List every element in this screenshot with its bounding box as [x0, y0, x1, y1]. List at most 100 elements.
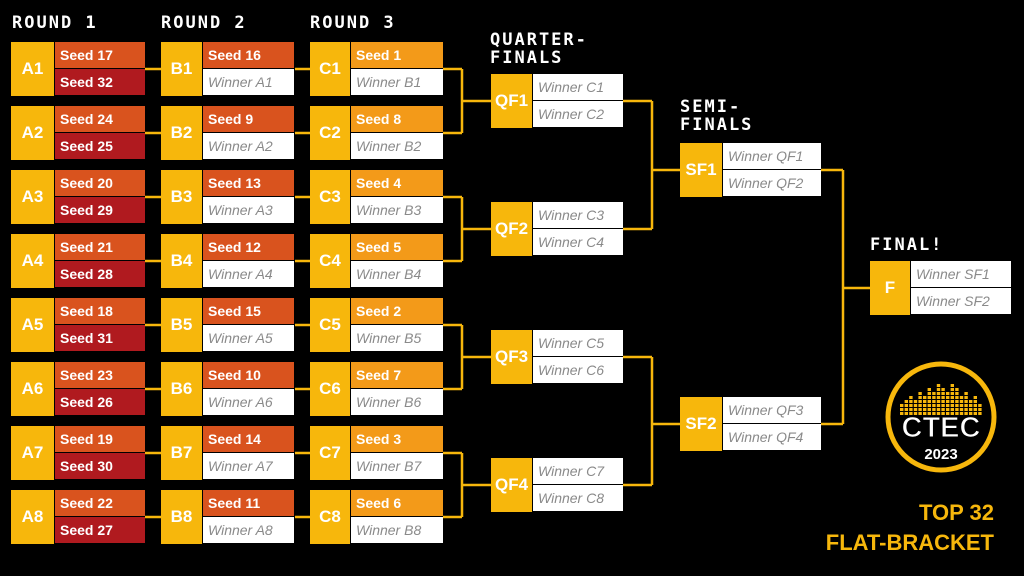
equalizer-bar: [950, 404, 954, 407]
equalizer-bar: [932, 396, 936, 399]
match-label: B6: [161, 362, 202, 416]
match-slot-bottom: Winner B8: [351, 517, 443, 543]
match-slot-bottom: Winner SF2: [911, 288, 1011, 314]
equalizer-bar: [959, 400, 964, 403]
match-slot-top: Winner SF1: [911, 261, 1011, 287]
equalizer-bar: [950, 392, 954, 395]
match-slot-top: Seed 7: [351, 362, 443, 388]
match-slot-top: Seed 17: [55, 42, 145, 68]
match-slot-top: Seed 18: [55, 298, 145, 324]
equalizer-bar: [918, 408, 922, 411]
match-label: B2: [161, 106, 202, 160]
quarterfinals-header-line2: FINALS: [490, 48, 564, 68]
equalizer-bar: [941, 392, 945, 395]
equalizer-bar: [936, 388, 941, 391]
equalizer-bar: [927, 408, 931, 411]
match-slot-top: Seed 9: [203, 106, 294, 132]
equalizer-bar: [927, 404, 931, 407]
match-slot-top: Seed 2: [351, 298, 443, 324]
match-label: A7: [11, 426, 54, 480]
equalizer-bar: [927, 388, 931, 391]
equalizer-bar: [941, 408, 945, 411]
semifinals-header-line2: FINALS: [680, 115, 754, 135]
equalizer-bar: [959, 412, 964, 415]
equalizer-bar: [932, 408, 936, 411]
equalizer-bar: [978, 412, 982, 415]
equalizer-bar: [927, 392, 931, 395]
match-slot-top: Seed 20: [55, 170, 145, 196]
tagline-top32: TOP 32: [918, 500, 994, 525]
match-label: QF3: [491, 330, 532, 384]
match-slot-bottom: Winner A1: [203, 69, 294, 95]
equalizer-bar: [946, 404, 950, 407]
equalizer-bar: [955, 400, 959, 403]
match-slot-bottom: Winner C2: [533, 101, 623, 127]
match-label: C7: [310, 426, 350, 480]
equalizer-bar: [941, 404, 945, 407]
equalizer-bar: [918, 404, 922, 407]
quarterfinals-header-line1: QUARTER-: [490, 30, 588, 50]
equalizer-bar: [936, 400, 941, 403]
equalizer-bar: [936, 392, 941, 395]
equalizer-bar: [950, 400, 954, 403]
equalizer-bar: [904, 412, 908, 415]
equalizer-bar: [955, 408, 959, 411]
equalizer-bar: [909, 396, 913, 399]
equalizer-bar: [955, 412, 959, 415]
match-slot-top: Seed 10: [203, 362, 294, 388]
match-label: QF2: [491, 202, 532, 256]
equalizer-bar: [964, 396, 968, 399]
match-slot-bottom: Winner C4: [533, 229, 623, 255]
semifinals-header: SEMI- FINALS: [680, 98, 753, 134]
match-slot-bottom: Winner B6: [351, 389, 443, 415]
equalizer-bar: [969, 412, 973, 415]
semifinals-header-line1: SEMI-: [680, 97, 742, 117]
match-slot-bottom: Winner QF4: [723, 424, 821, 450]
equalizer-bar: [964, 392, 968, 395]
equalizer-bar: [964, 400, 968, 403]
round1-header: ROUND 1: [12, 13, 98, 33]
equalizer-bar: [946, 408, 950, 411]
equalizer-bar: [936, 412, 941, 415]
match-label: B5: [161, 298, 202, 352]
equalizer-bar: [927, 412, 931, 415]
ctec-2023-logo: CTEC 2023: [885, 361, 997, 473]
match-slot-bottom: Winner A2: [203, 133, 294, 159]
match-slot-top: Seed 5: [351, 234, 443, 260]
match-label: F: [870, 261, 910, 315]
match-slot-top: Winner C5: [533, 330, 623, 356]
match-label: C8: [310, 490, 350, 544]
equalizer-bar: [955, 404, 959, 407]
match-slot-bottom: Winner B3: [351, 197, 443, 223]
equalizer-bar: [950, 408, 954, 411]
match-slot-bottom: Seed 32: [55, 69, 145, 95]
equalizer-bar: [909, 404, 913, 407]
equalizer-bar: [978, 404, 982, 407]
equalizer-bar: [927, 400, 931, 403]
equalizer-bar: [936, 396, 941, 399]
equalizer-bar: [964, 412, 968, 415]
match-slot-bottom: Seed 30: [55, 453, 145, 479]
match-label: SF1: [680, 143, 722, 197]
equalizer-bar: [932, 412, 936, 415]
match-slot-top: Seed 14: [203, 426, 294, 452]
equalizer-bar: [955, 392, 959, 395]
match-slot-bottom: Winner QF2: [723, 170, 821, 196]
match-label: QF4: [491, 458, 532, 512]
equalizer-bar: [969, 408, 973, 411]
match-slot-bottom: Winner A7: [203, 453, 294, 479]
equalizer-bar: [918, 412, 922, 415]
equalizer-bar: [946, 392, 950, 395]
quarterfinals-header: QUARTER- FINALS: [490, 31, 588, 67]
match-label: A8: [11, 490, 54, 544]
equalizer-bar: [932, 404, 936, 407]
